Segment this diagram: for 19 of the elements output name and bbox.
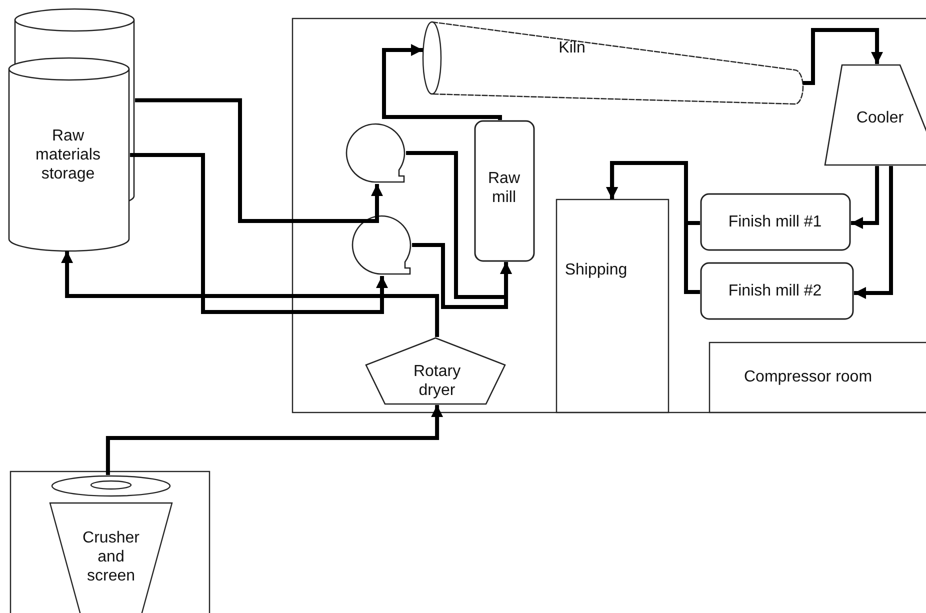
node-label: Finish mill #2: [727, 282, 823, 300]
node-label: Finish mill #1: [727, 212, 823, 232]
node-label: Crusher and screen: [82, 528, 140, 586]
node-label: Kiln: [558, 38, 586, 58]
flow-arrow: [61, 251, 440, 337]
flow-arrow: [854, 166, 893, 299]
flow-arrow: [130, 152, 388, 314]
flow-arrow: [412, 243, 512, 309]
flow-arrow: [382, 44, 502, 120]
node-label: Compressor room: [742, 368, 874, 386]
flow-arrow: [803, 28, 884, 85]
node-label: Raw materials storage: [34, 126, 102, 184]
node-label: Rotary dryer: [412, 362, 462, 400]
flow-arrow: [851, 166, 880, 229]
node-label: Shipping: [564, 260, 628, 280]
node-label: Cooler: [855, 108, 905, 128]
flow-arrow: [135, 98, 383, 223]
flow-arrow: [606, 161, 700, 294]
node-label: Raw mill: [486, 169, 521, 207]
